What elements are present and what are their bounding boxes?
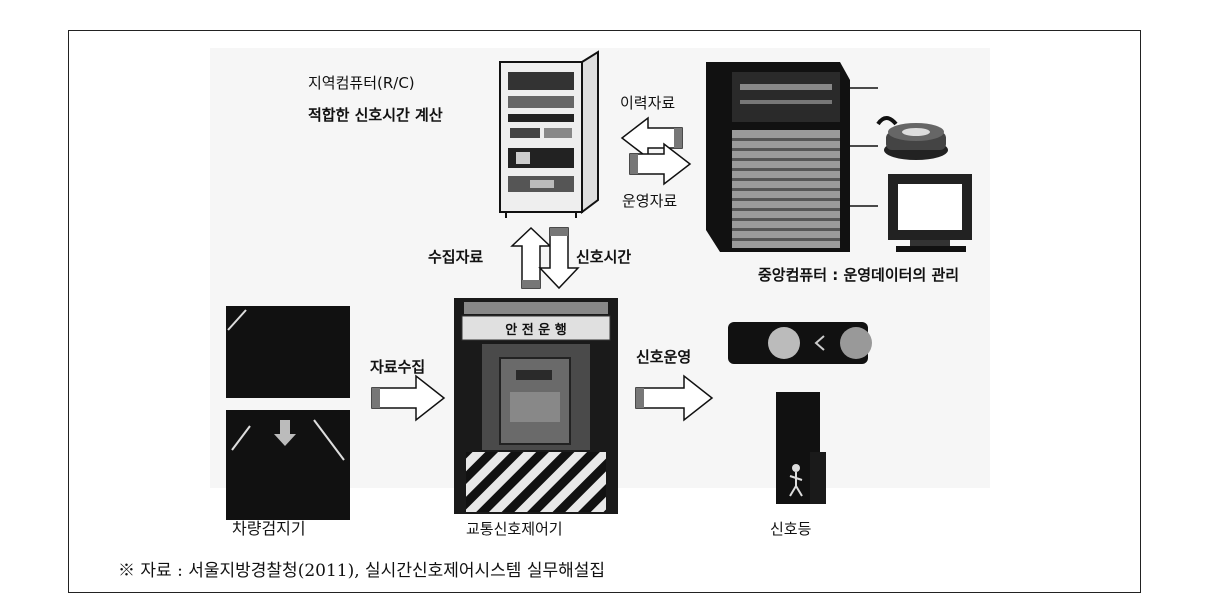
history-data-label: 이력자료: [620, 94, 675, 112]
vehicle-signal-lamp: [728, 322, 872, 364]
regional-computer-subtitle: 적합한 신호시간 계산: [308, 106, 443, 124]
vehicle-detector-label: 차량검지기: [232, 519, 306, 538]
data-collection-arrow: [371, 374, 446, 422]
source-caption: ※ 자료 : 서울지방경찰청(2011), 실시간신호제어시스템 실무해설집: [118, 561, 606, 581]
collected-data-label: 수집자료: [428, 248, 483, 266]
pedestrian-signal-lamp: [776, 392, 826, 504]
operation-data-arrow: [629, 142, 692, 186]
operation-data-label: 운영자료: [622, 192, 677, 210]
signal-time-arrow: [538, 227, 580, 290]
traffic-signal-system-diagram: 지역컴퓨터(R/C) 적합한 신호시간 계산: [210, 48, 990, 538]
central-computer-label: 중앙컴퓨터 : 운영데이터의 관리: [758, 266, 959, 284]
vehicle-detector-photos: [226, 306, 350, 520]
signal-lamp-label: 신호등: [770, 520, 812, 538]
signal-time-label: 신호시간: [576, 248, 631, 266]
controller-sign-text: 안 전 운 행: [505, 322, 566, 338]
traffic-controller-label: 교통신호제어기: [466, 520, 563, 538]
central-computer: [706, 62, 878, 252]
collected-data-arrow: [510, 226, 552, 289]
signal-operation-arrow: [635, 374, 714, 422]
regional-computer-cabinet: [499, 50, 599, 218]
signal-operation-label: 신호운영: [636, 348, 691, 366]
telephone-icon: [876, 116, 948, 160]
data-collection-label: 자료수집: [370, 358, 425, 376]
regional-computer-title: 지역컴퓨터(R/C): [308, 74, 415, 92]
traffic-controller-photo: 안 전 운 행: [454, 298, 618, 514]
monitor-icon: [888, 174, 972, 252]
